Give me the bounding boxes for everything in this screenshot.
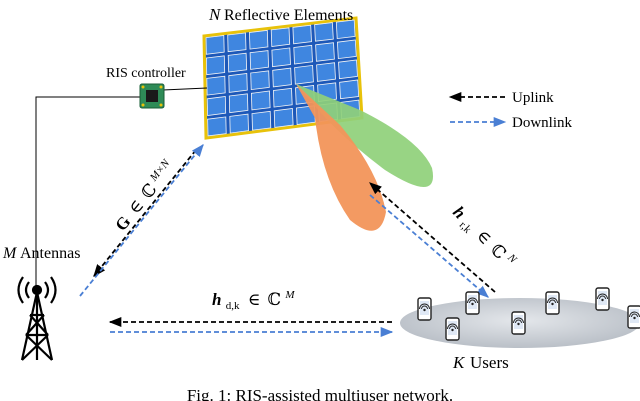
ris-element	[206, 75, 226, 96]
channel-hr-dim: N	[504, 251, 519, 266]
ris-element	[250, 90, 271, 111]
legend-uplink-label: Uplink	[512, 90, 554, 106]
ris-element	[250, 70, 270, 91]
smartphone-icon	[417, 297, 432, 321]
smartphone-icon	[545, 291, 560, 315]
channel-hr-op: ∈	[473, 226, 495, 248]
ris-element	[315, 42, 335, 62]
ris-element	[294, 64, 314, 85]
ris-count-variable: N	[208, 5, 222, 24]
ris-element	[205, 55, 226, 76]
users-label: Users	[470, 353, 509, 372]
channel-hd-dim: M	[284, 289, 295, 301]
ris-element	[205, 35, 225, 55]
ris-controller-board	[139, 83, 165, 109]
user-devices	[417, 287, 640, 341]
ris-element	[270, 27, 291, 47]
ris-element	[338, 59, 358, 80]
legend-downlink-label: Downlink	[512, 115, 573, 131]
svg-text:h r,k ∈ ℂ: h r,k ∈ ℂ N	[446, 202, 519, 275]
ris-element	[206, 96, 227, 116]
channel-hd-sub: d,k	[226, 300, 240, 312]
ris-element	[228, 73, 248, 93]
ris-element	[293, 44, 313, 65]
ris-element	[295, 105, 316, 125]
downlink-arrow-g	[79, 144, 204, 297]
uplink-arrow-hr	[369, 182, 496, 293]
channel-hd-op: ∈	[248, 290, 261, 309]
ris-element	[336, 39, 357, 60]
ris-element	[251, 110, 272, 131]
smartphone-icon	[445, 317, 460, 341]
channel-hd-label: h d,k ∈ ℂ M	[212, 289, 295, 313]
channel-g-dim: M×N	[147, 157, 172, 184]
beam-green	[296, 84, 434, 188]
antennas-variable: M	[2, 245, 18, 262]
downlink-arrow-hr	[369, 194, 489, 298]
figure-caption: Fig. 1: RIS-assisted multiuser network.	[187, 386, 453, 401]
channel-hr-label: h r,k ∈ ℂ N	[446, 202, 519, 275]
uplink-arrow-g	[93, 149, 197, 277]
ris-controller-label: RIS controller	[106, 66, 186, 81]
beam-orange	[296, 84, 386, 231]
ris-element	[271, 47, 291, 68]
channel-hr-sub: r,k	[457, 219, 474, 236]
controller-cable	[35, 96, 140, 290]
ris-element	[229, 113, 249, 134]
ris-element	[272, 67, 292, 88]
ris-element	[227, 52, 248, 73]
channel-g-label: G ∈ ℂ M×N	[111, 157, 179, 235]
svg-text:G ∈ ℂ M×N: G ∈ ℂ M×N	[111, 157, 179, 235]
users-variable: K	[452, 353, 466, 372]
smartphone-icon	[511, 311, 526, 335]
smartphone-icon	[465, 291, 480, 315]
ris-element	[273, 108, 294, 128]
legend: Uplink Downlink	[448, 90, 573, 131]
ris-element	[292, 24, 312, 45]
ris-element	[339, 79, 360, 100]
antennas-label: Antennas	[20, 245, 80, 262]
ris-element	[248, 29, 269, 50]
channel-hd-space: ℂ	[268, 290, 282, 309]
smartphone-icon	[627, 305, 640, 329]
channel-hd-symbol: h	[212, 290, 221, 309]
ris-element	[335, 19, 356, 40]
ris-title: Reflective Elements	[224, 7, 353, 24]
ris-element	[272, 87, 293, 108]
smartphone-icon	[595, 287, 610, 311]
controller-to-ris-cable	[162, 87, 208, 91]
ris-element	[249, 50, 270, 70]
ris-element	[314, 22, 334, 42]
ris-element	[316, 62, 336, 82]
ris-panel	[202, 16, 364, 140]
base-station-icon	[17, 276, 57, 361]
ris-element	[227, 32, 247, 53]
ris-element	[228, 93, 249, 114]
ris-element	[207, 116, 227, 137]
